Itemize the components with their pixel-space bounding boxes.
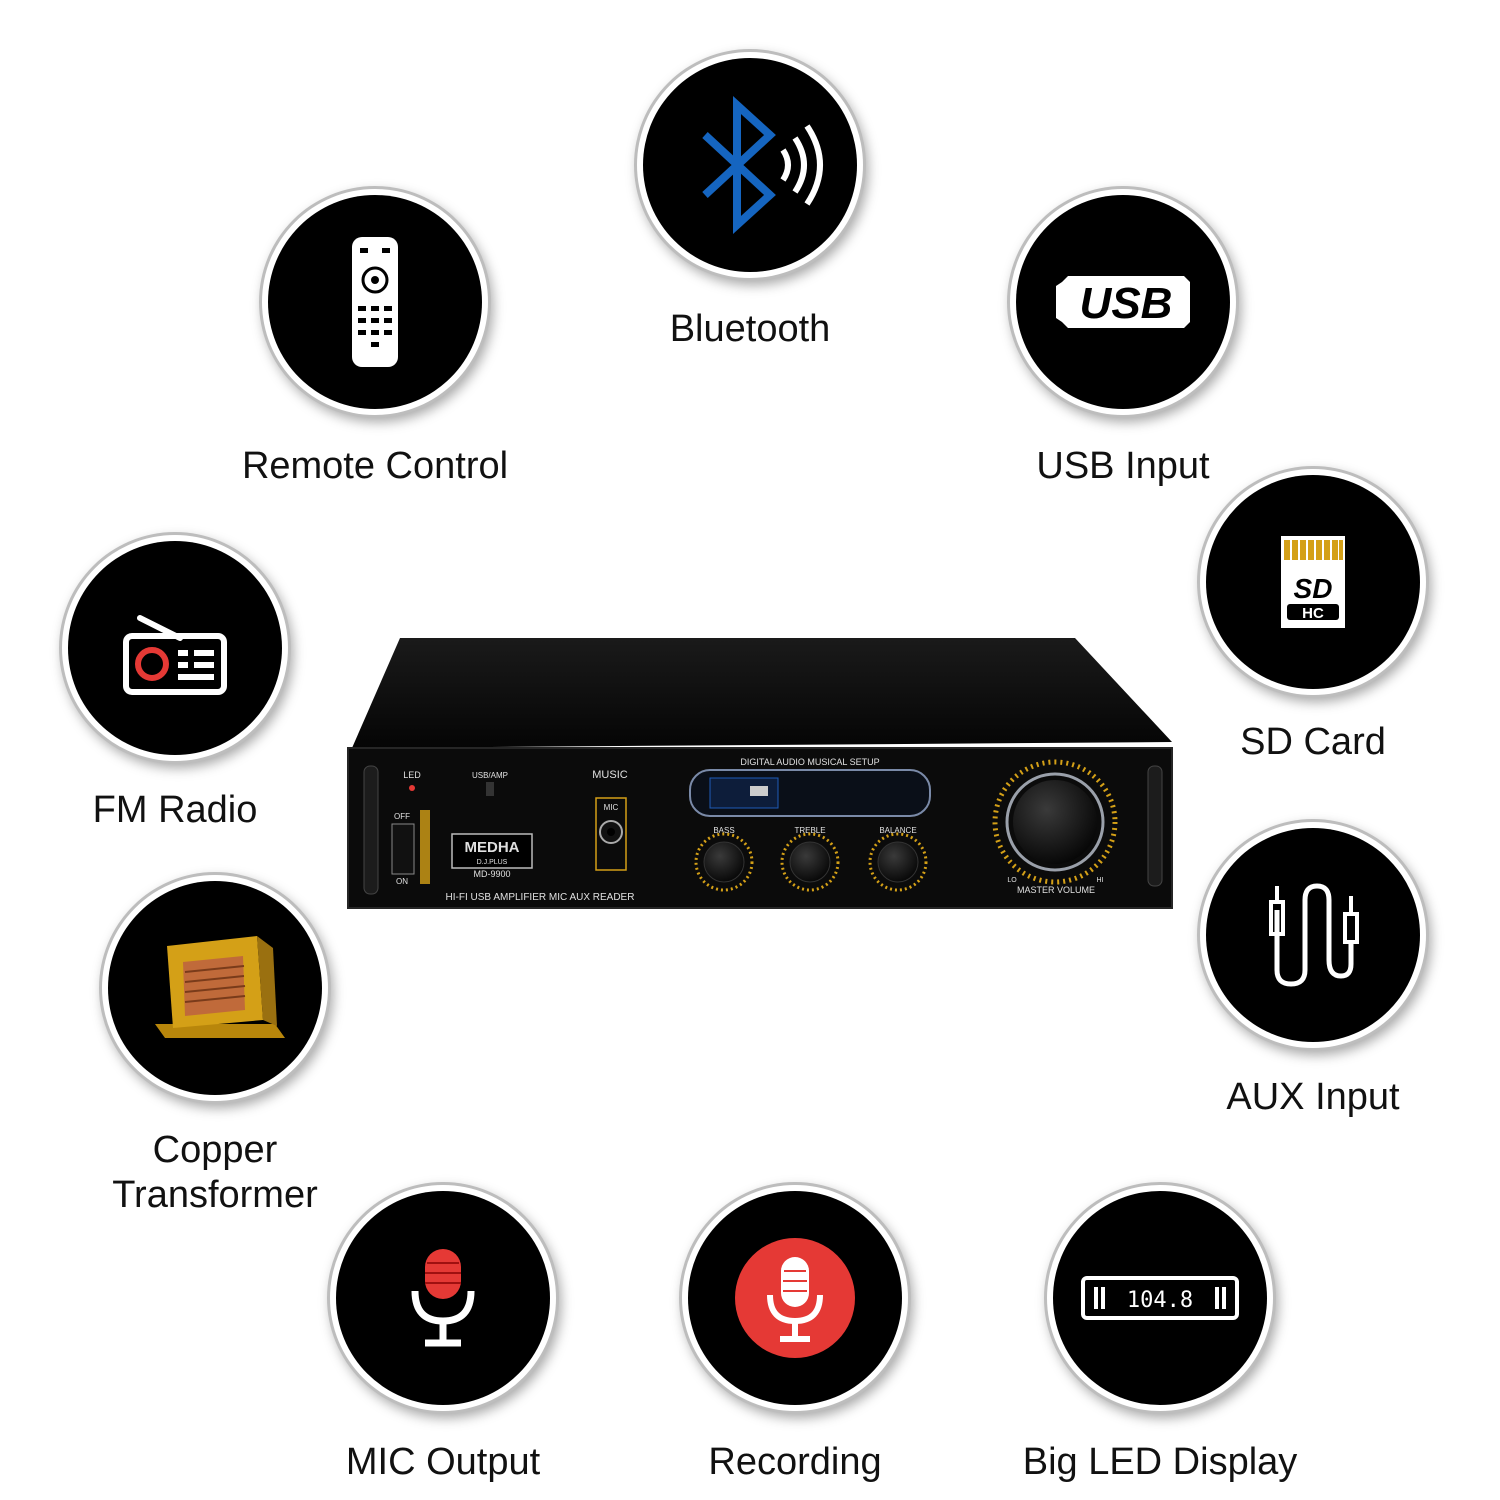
off-text: OFF — [394, 812, 410, 821]
amplifier-unit: LED OFF ON USB/AMP MEDHA D.J.PLUS MD-990… — [347, 638, 1173, 909]
led-text: LED — [403, 770, 421, 780]
treble-label: TREBLE — [794, 826, 825, 835]
led-display-icon: 104.8 — [1081, 1276, 1239, 1320]
sd-icon-subtext: HC — [1302, 605, 1324, 622]
brand-text: MEDHA — [465, 839, 520, 856]
sd-label: SD Card — [1240, 721, 1386, 763]
master-hi-text: HI — [1097, 877, 1104, 884]
usb-badge: USB — [1016, 195, 1230, 409]
model-text: MD-9900 — [473, 869, 510, 879]
usb-amp-switch[interactable] — [486, 782, 494, 796]
recording-label: Recording — [708, 1441, 882, 1483]
copper-label-line2: Transformer — [112, 1174, 318, 1216]
led-indicator — [409, 785, 415, 791]
radio-icon — [123, 615, 227, 695]
right-handle — [1147, 765, 1163, 887]
bluetooth-badge — [643, 58, 857, 272]
sd-badge: SD HC — [1206, 475, 1420, 689]
copper-badge — [108, 881, 322, 1095]
sub-brand-text: D.J.PLUS — [477, 859, 508, 866]
balance-scale — [868, 832, 928, 892]
master-lo-text: LO — [1007, 877, 1017, 884]
remote-badge — [268, 195, 482, 409]
brand-plate — [451, 833, 533, 869]
treble-scale — [780, 832, 840, 892]
master-volume-scale — [992, 759, 1118, 885]
transformer-icon — [155, 936, 285, 1038]
display-badge: 104.8 — [1053, 1191, 1267, 1405]
mic-jack-text: MIC — [604, 803, 619, 812]
power-switch[interactable] — [391, 823, 415, 875]
mic-badge — [336, 1191, 550, 1405]
tone-knobs: BASS TREBLE BALANCE — [694, 826, 928, 892]
master-volume-ring — [1005, 772, 1105, 872]
master-volume-knob[interactable] — [1013, 780, 1097, 864]
bass-label: BASS — [713, 826, 734, 835]
bluetooth-icon — [702, 95, 823, 235]
recording-icon — [735, 1238, 855, 1358]
master-volume-text: MASTER VOLUME — [1017, 885, 1095, 895]
display-icon-text: 104.8 — [1127, 1288, 1193, 1313]
balance-label: BALANCE — [879, 826, 916, 835]
mic-label: MIC Output — [345, 1441, 541, 1483]
usb-amp-text: USB/AMP — [472, 771, 508, 780]
bottom-strip-text: HI-FI USB AMPLIFIER MIC AUX READER — [446, 892, 635, 903]
music-text: MUSIC — [592, 769, 628, 781]
aux-label: AUX Input — [1226, 1076, 1400, 1118]
fm-badge — [68, 541, 282, 755]
left-handle — [363, 765, 379, 895]
mic-jack-frame — [595, 797, 627, 871]
bluetooth-label: Bluetooth — [669, 308, 831, 350]
usb-icon: USB — [1056, 276, 1190, 328]
aux-badge — [1206, 828, 1420, 1042]
aux-cable-icon — [1269, 883, 1359, 987]
amp-top-cover — [352, 638, 1172, 748]
sd-icon-text: SD — [1294, 573, 1333, 604]
bass-scale — [694, 832, 754, 892]
usb-port[interactable] — [750, 786, 768, 796]
microphone-icon — [411, 1249, 475, 1347]
balance-knob[interactable] — [877, 841, 919, 883]
fm-label: FM Radio — [92, 789, 258, 831]
usb-icon-text: USB — [1080, 279, 1173, 328]
remote-icon — [352, 237, 398, 367]
remote-label: Remote Control — [241, 445, 509, 487]
copper-label-line1: Copper — [152, 1129, 278, 1171]
treble-knob[interactable] — [789, 841, 831, 883]
usb-label: USB Input — [1036, 445, 1210, 487]
bass-knob[interactable] — [703, 841, 745, 883]
sd-card-icon: SD HC — [1281, 536, 1345, 628]
power-gauge — [420, 810, 430, 884]
top-strip-text: DIGITAL AUDIO MUSICAL SETUP — [740, 757, 879, 767]
recording-badge — [688, 1191, 902, 1405]
display-label: Big LED Display — [1022, 1441, 1298, 1483]
on-text: ON — [396, 877, 408, 886]
